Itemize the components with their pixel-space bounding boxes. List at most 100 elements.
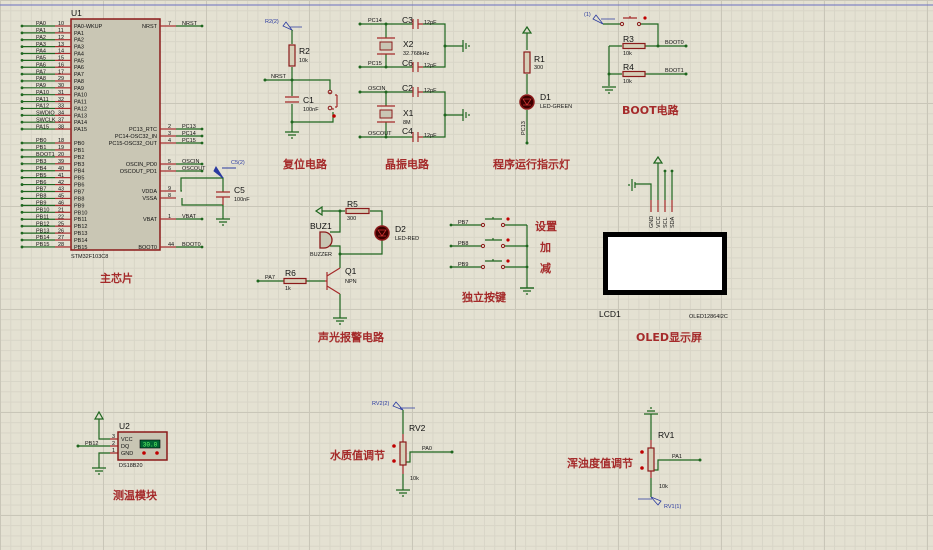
schematic-line [290,120,294,124]
schematic-line [602,86,616,94]
oled-pin-vcc: VCC [656,216,662,228]
rv2-potentiometer[interactable]: RV2(2) RV2 10k PA0 [372,401,454,497]
led-indicator-circuit[interactable]: R1 300 D1 LED-GREEN PC13 [519,25,572,145]
u2-ref: U2 [119,421,130,431]
pin-terminal [20,245,24,249]
pin-number: 1 [168,214,171,220]
boot-button[interactable] [623,16,637,19]
pin-net-label: OSCOUT [182,166,206,172]
pin-net-label: PA7 [36,69,46,75]
pin-net-label: PB10 [36,208,49,214]
pin-net-label: PA1 [36,28,46,34]
key-contact [500,243,506,249]
r4-value: 10k [623,79,632,85]
pin-name: PA12 [74,106,87,112]
crystal-circuit[interactable]: PC14 PC15 OSCIN OSCOUT C3 C6 C2 C4 12pF … [358,15,470,142]
boot0-net-label: BOOT0 [665,40,684,46]
pin-number: 6 [168,166,171,172]
reset-circuit[interactable]: R2(2) R2 10k NRST C1 100nF [263,19,338,139]
c5-capacitor[interactable]: C5(2) C5 100nF [180,160,250,226]
pin-number: 13 [58,42,64,48]
pin-number: 27 [58,235,64,241]
u2-pin-number: 3 [112,434,115,440]
pin-number: 43 [58,187,64,193]
r3-value: 10k [623,51,632,57]
pin-number: 9 [168,186,171,192]
key-contact [480,222,486,228]
q1-ref: Q1 [345,266,357,276]
pin-net-label: PB12 [36,221,49,227]
pin-terminal [200,162,204,166]
alarm-circuit[interactable]: R5 300 D2 LED-RED BUZ1 BUZZER Q1 NPN R6 … [256,199,420,325]
rv1-potentiometer[interactable]: RV1 10k PA1 RV1(1) [638,407,702,510]
pin-number: 38 [58,124,64,130]
pin-terminal [20,169,24,173]
pin-terminal [20,210,24,214]
boot-circuit[interactable]: (1) R3 10k R4 10k BOOT0 BOOT1 [584,12,688,94]
pin-number: 34 [58,111,64,117]
reset-button[interactable] [329,92,338,110]
pin-number: 20 [58,152,64,158]
schematic-line [392,444,396,448]
pin-net-label: PA10 [36,90,49,96]
pin-net-label: PA11 [36,97,49,103]
schematic-line [282,21,302,31]
rv1-terminal-label: RV1(1) [664,504,681,510]
d2-value: LED-RED [395,236,419,242]
schematic-line [640,450,644,454]
pin-terminal [200,24,204,28]
key-function-label: 设置 [535,219,557,233]
